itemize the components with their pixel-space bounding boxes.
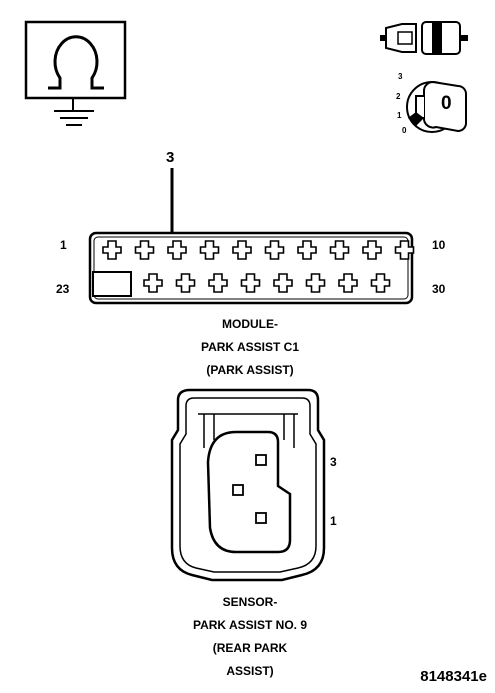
- module-caption-line: (PARK ASSIST): [206, 363, 294, 377]
- module-pin-label-first-bottom: 23: [56, 282, 70, 296]
- module-pin-cavity: [329, 240, 350, 260]
- module-pin-cavity: [232, 240, 252, 260]
- module-pin-label-first-top: 1: [60, 238, 67, 252]
- callout-pin-number: 3: [166, 149, 175, 166]
- module-pin-cavity: [338, 273, 358, 293]
- module-pin-cavity: [240, 273, 261, 293]
- sensor-caption-line: (REAR PARK: [212, 641, 288, 655]
- module-pin-cavity: [208, 273, 228, 293]
- module-pin-cavity: [167, 240, 187, 260]
- ignition-switch-icon: [406, 80, 467, 133]
- module-pin-cavity: [175, 273, 196, 293]
- figure-id: 8148341e: [420, 668, 487, 685]
- sensor-caption-line: SENSOR-: [222, 595, 278, 609]
- module-pin-label-last-bottom: 30: [432, 282, 446, 296]
- module-pin-cavity: [143, 273, 163, 293]
- module-connector-caption: MODULE- PARK ASSIST C1 (PARK ASSIST): [140, 313, 360, 382]
- sensor-pin-1: [255, 512, 267, 524]
- ignition-position-label: 1: [397, 111, 402, 120]
- sensor-connector: [170, 388, 326, 582]
- ohmmeter-icon: [24, 20, 127, 126]
- module-pin-cavity: [134, 240, 155, 260]
- module-pin-cavity: [394, 240, 415, 260]
- ignition-key-label: 0: [441, 93, 452, 114]
- ignition-position-label: 2: [396, 92, 401, 101]
- sensor-pin-label-top: 3: [330, 455, 337, 469]
- disconnected-connector-icon: [380, 21, 468, 55]
- sensor-connector-caption: SENSOR- PARK ASSIST NO. 9 (REAR PARK ASS…: [140, 591, 360, 683]
- module-pin-row-bottom: [143, 273, 391, 293]
- sensor-pin-3: [255, 454, 267, 466]
- ignition-position-label: 3: [398, 72, 403, 81]
- module-pin-cavity: [264, 240, 285, 260]
- module-pin-cavity: [362, 240, 382, 260]
- sensor-caption-line: ASSIST): [226, 664, 274, 678]
- module-pin-cavity: [370, 273, 391, 293]
- module-pin-cavity: [102, 240, 122, 260]
- sensor-caption-line: PARK ASSIST NO. 9: [192, 618, 308, 632]
- ignition-position-label: 0: [402, 126, 407, 135]
- module-pin-label-last-top: 10: [432, 238, 446, 252]
- module-caption-line: PARK ASSIST C1: [200, 340, 299, 354]
- module-pin-cavity: [305, 273, 326, 293]
- module-caption-line: MODULE-: [222, 317, 278, 331]
- module-connector: [88, 231, 415, 305]
- module-pin-cavity: [297, 240, 317, 260]
- sensor-pin-2: [232, 484, 244, 496]
- module-pin-row-top: [102, 240, 415, 260]
- module-pin-cavity: [273, 273, 293, 293]
- sensor-pin-label-bottom: 1: [330, 514, 337, 528]
- module-pin-cavity: [199, 240, 220, 260]
